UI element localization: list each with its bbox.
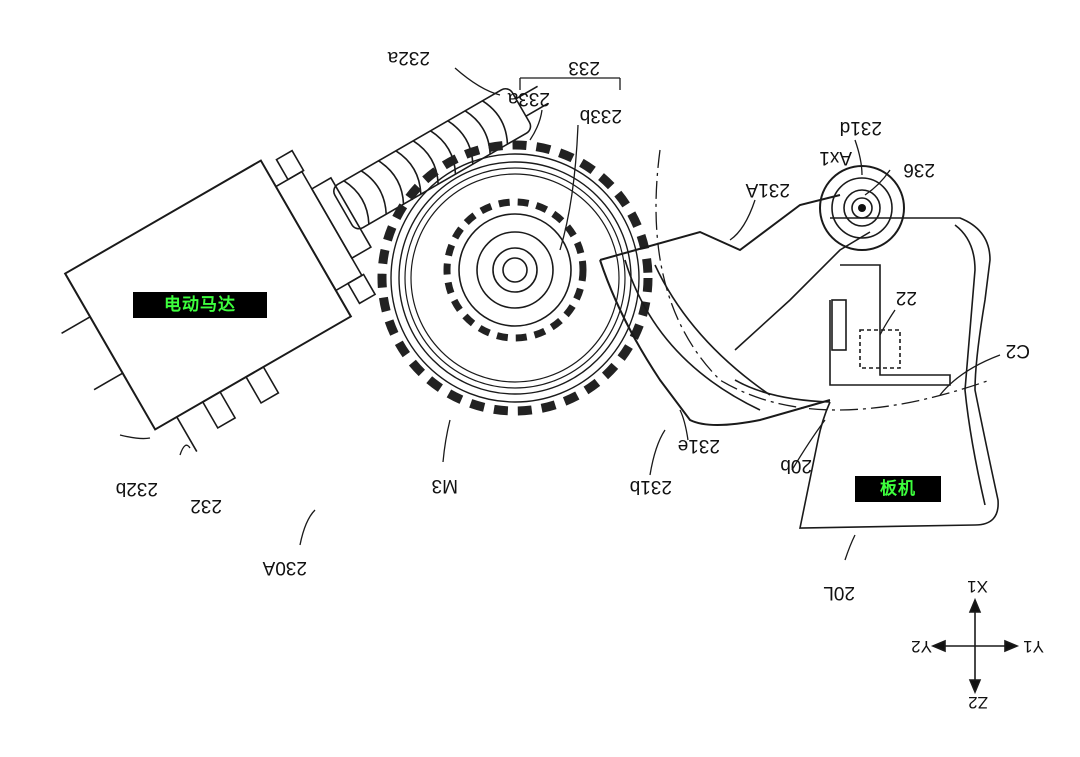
motor-callout: 电动马达 xyxy=(133,292,267,318)
label-233a: 233a xyxy=(507,88,550,109)
label-y1: Y1 xyxy=(1023,637,1044,656)
label-231A: 231A xyxy=(745,179,790,200)
label-231b: 231b xyxy=(630,476,672,497)
leader-lines xyxy=(119,67,1001,561)
label-m3: M3 xyxy=(432,475,458,496)
label-c2: C2 xyxy=(1006,340,1030,361)
electric-motor-232 xyxy=(61,149,377,452)
label-232a: 232a xyxy=(387,47,430,68)
label-233: 233 xyxy=(568,57,600,78)
label-22: 22 xyxy=(896,287,917,308)
label-231e: 231e xyxy=(678,435,720,456)
label-y2: Y2 xyxy=(911,637,932,656)
label-236: 236 xyxy=(903,159,935,180)
label-ax1: Ax1 xyxy=(819,147,852,168)
sector-gear-231 xyxy=(599,165,905,426)
label-232b: 232b xyxy=(116,478,158,499)
worm-wheel-233 xyxy=(377,140,653,416)
label-232: 232 xyxy=(190,495,222,516)
label-20b: 20b xyxy=(780,455,812,476)
reference-labels: 232a 233 233a 233b 231d Ax1 236 231A 22 … xyxy=(116,47,1044,712)
trigger-callout: 板机 xyxy=(855,476,941,502)
trigger-20L xyxy=(799,217,999,529)
label-230A: 230A xyxy=(262,557,307,578)
label-x1: X1 xyxy=(967,577,988,596)
label-z2: Z2 xyxy=(968,693,988,712)
label-20L: 20L xyxy=(823,582,855,603)
arc-c2 xyxy=(655,149,991,411)
label-233b: 233b xyxy=(580,105,622,126)
axis-cross xyxy=(930,597,1020,695)
label-231d: 231d xyxy=(840,117,882,138)
